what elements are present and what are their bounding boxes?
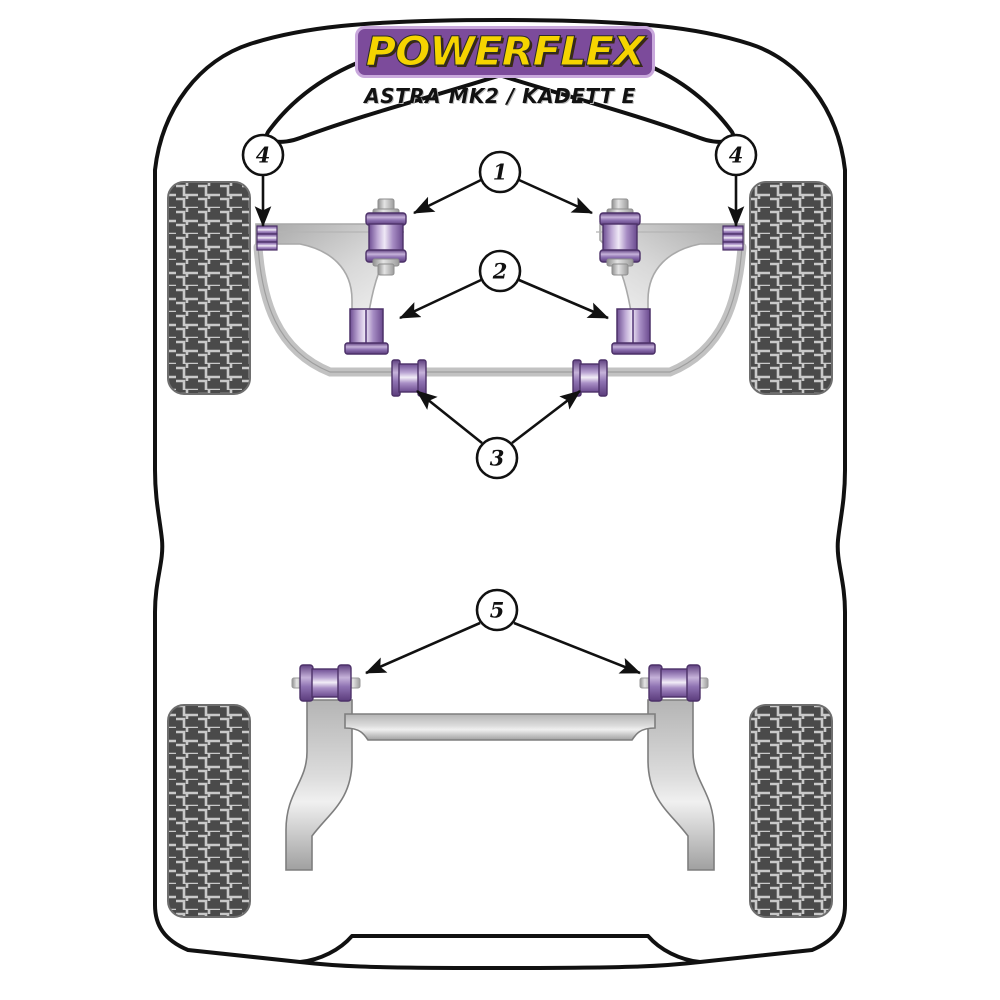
callout-circle-3[interactable] [475,436,519,480]
callout-3-arrow-1 [511,389,581,445]
rear-axle-group [285,664,715,871]
bush-1-left [365,198,407,276]
callout-circle-4L[interactable] [241,133,285,177]
callout-layer: 1 2 3 4 4 5 [241,133,758,675]
callout-circle-5[interactable] [475,588,519,632]
bush-3-right [572,359,608,397]
rear-trailing-arm-right [647,699,715,871]
bush-3-left [391,359,427,397]
callout-2-arrow-1 [518,278,609,320]
callout-label-4R: 4 [729,143,744,168]
rear-trailing-arm-left [285,699,353,871]
callout-circle-2[interactable] [478,249,522,293]
callout-3-arrow-0 [416,389,483,445]
powerflex-logo: POWERFLEX [355,26,655,78]
bush-2-right [611,308,656,355]
wheel-rear-right [749,704,833,918]
callout-5-arrow-0 [365,621,481,675]
callout-4L: 4 [241,133,285,228]
wheel-front-right [749,181,833,395]
page-title: ASTRA MK2 / KADETT E [364,84,636,108]
bush-2-left [344,308,389,355]
front-bumper-line [299,934,701,964]
callout-1: 1 [413,150,593,215]
callout-circle-4R[interactable] [714,133,758,177]
callout-label-4L: 4 [256,143,271,168]
callout-1-arrow-1 [518,178,593,215]
bush-1-right [599,198,641,276]
callout-circle-1[interactable] [478,150,522,194]
callout-1-arrow-0 [413,178,482,215]
front-anti-roll-bar-edge [257,246,743,373]
bush-4-left [256,225,278,251]
callout-label-2: 2 [492,259,508,284]
logo-plate: POWERFLEX [355,26,655,78]
logo-text: POWERFLEX [365,29,645,75]
bush-5-right [639,664,709,702]
callout-label-5: 5 [490,598,505,623]
front-suspension-group [253,198,747,397]
callout-4R: 4 [714,133,758,228]
callout-2: 2 [399,249,609,320]
callout-2-arrow-0 [399,278,482,320]
bush-5-left [291,664,361,702]
callout-label-1: 1 [493,160,508,185]
wheel-rear-left [167,704,251,918]
bush-4-right [722,225,744,251]
wheels-group [167,181,833,918]
callout-3: 3 [416,389,581,480]
wheel-front-left [167,181,251,395]
callout-5: 5 [365,588,641,675]
callout-5-arrow-1 [513,621,641,675]
rear-cross-beam [344,713,656,741]
callout-label-3: 3 [490,446,505,471]
